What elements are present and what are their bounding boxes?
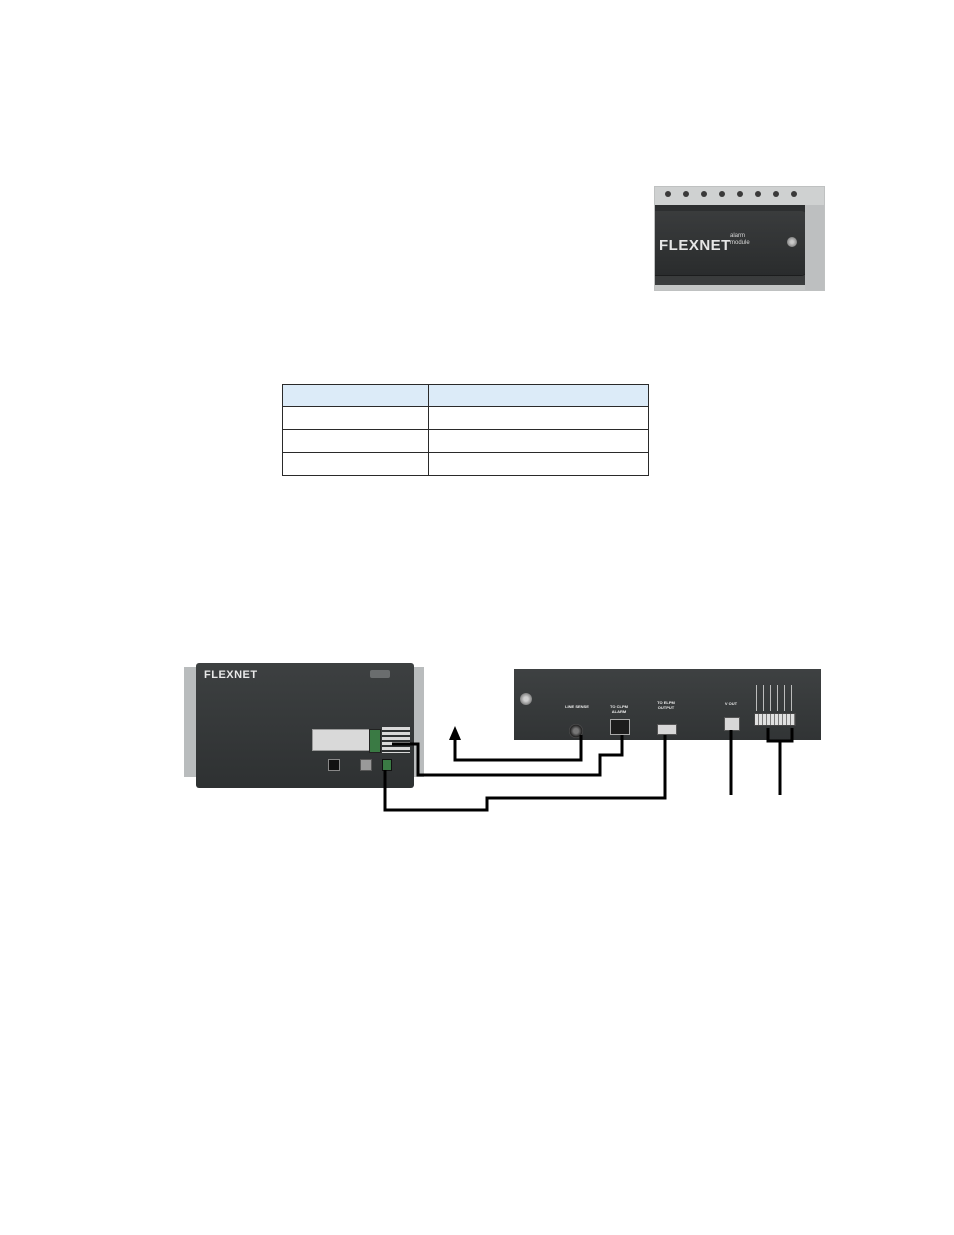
table-cell <box>428 452 649 476</box>
arrow-up-icon <box>449 726 461 740</box>
module-sub-line2: module <box>730 240 750 246</box>
elpm-output-wire <box>383 735 667 812</box>
v-out-connector <box>724 717 740 731</box>
to-elpm-label-line2: OUTPUT <box>657 705 675 710</box>
table-header-row <box>282 384 649 407</box>
to-elpm-label-line1: TO ELPM <box>657 700 675 705</box>
table-row <box>282 452 649 476</box>
spec-table <box>282 384 649 476</box>
line-sense-label: LINE SENSE <box>565 704 589 709</box>
clpm-alarm-wire <box>392 735 624 777</box>
to-clpm-alarm-label: TO CLPM ALARM <box>604 704 634 714</box>
psu-logo-icon <box>370 670 390 678</box>
terminal-block-labels <box>756 685 794 711</box>
screw-icon <box>787 237 797 247</box>
to-clpm-label-line2: ALARM <box>611 709 627 714</box>
module-brand-subtext: alarm module <box>730 233 750 247</box>
alarm-terminal-block <box>754 713 796 726</box>
v-out-label: V OUT <box>724 701 738 706</box>
table-cell <box>428 406 649 430</box>
to-elpm-output-label: TO ELPM OUTPUT <box>650 700 682 710</box>
psu-brand-text: FLEXNET <box>204 669 258 681</box>
alarm-module-photo: FLEXNET alarm module <box>654 186 825 291</box>
rail-hole <box>701 191 707 197</box>
rail-hole <box>773 191 779 197</box>
power-supply-unit: FLEXNET <box>196 663 414 788</box>
module-brand-text: FLEXNET <box>659 237 731 254</box>
table-header-cell <box>428 384 649 407</box>
psu-alarm-connector <box>369 729 381 753</box>
table-header-cell <box>282 384 429 407</box>
module-side-shade <box>805 205 824 290</box>
table-cell <box>282 429 429 453</box>
temperature-port <box>328 759 340 771</box>
line-sense-wire <box>453 735 583 762</box>
rail-hole <box>791 191 797 197</box>
psu-connector-legend <box>382 727 410 753</box>
rail-hole <box>719 191 725 197</box>
bolt-icon <box>520 693 532 705</box>
line-sense-connector <box>569 724 583 738</box>
table-cell <box>428 429 649 453</box>
battery-port <box>360 759 372 771</box>
module-faceplate <box>655 211 807 275</box>
table-row <box>282 429 649 453</box>
alarm-module-rear: LINE SENSE TO CLPM ALARM TO ELPM OUTPUT … <box>514 669 821 740</box>
rail-hole <box>755 191 761 197</box>
table-row <box>282 406 649 430</box>
rail-hole <box>683 191 689 197</box>
elpm-output-connector <box>657 724 677 735</box>
clpm-alarm-connector <box>610 719 630 735</box>
psu-rating-label <box>312 729 370 751</box>
table-cell <box>282 406 429 430</box>
output-port <box>382 759 392 771</box>
table-cell <box>282 452 429 476</box>
rail-hole <box>665 191 671 197</box>
module-sub-line1: alarm <box>730 233 746 239</box>
rail-hole <box>737 191 743 197</box>
to-clpm-label-line1: TO CLPM <box>610 704 628 709</box>
